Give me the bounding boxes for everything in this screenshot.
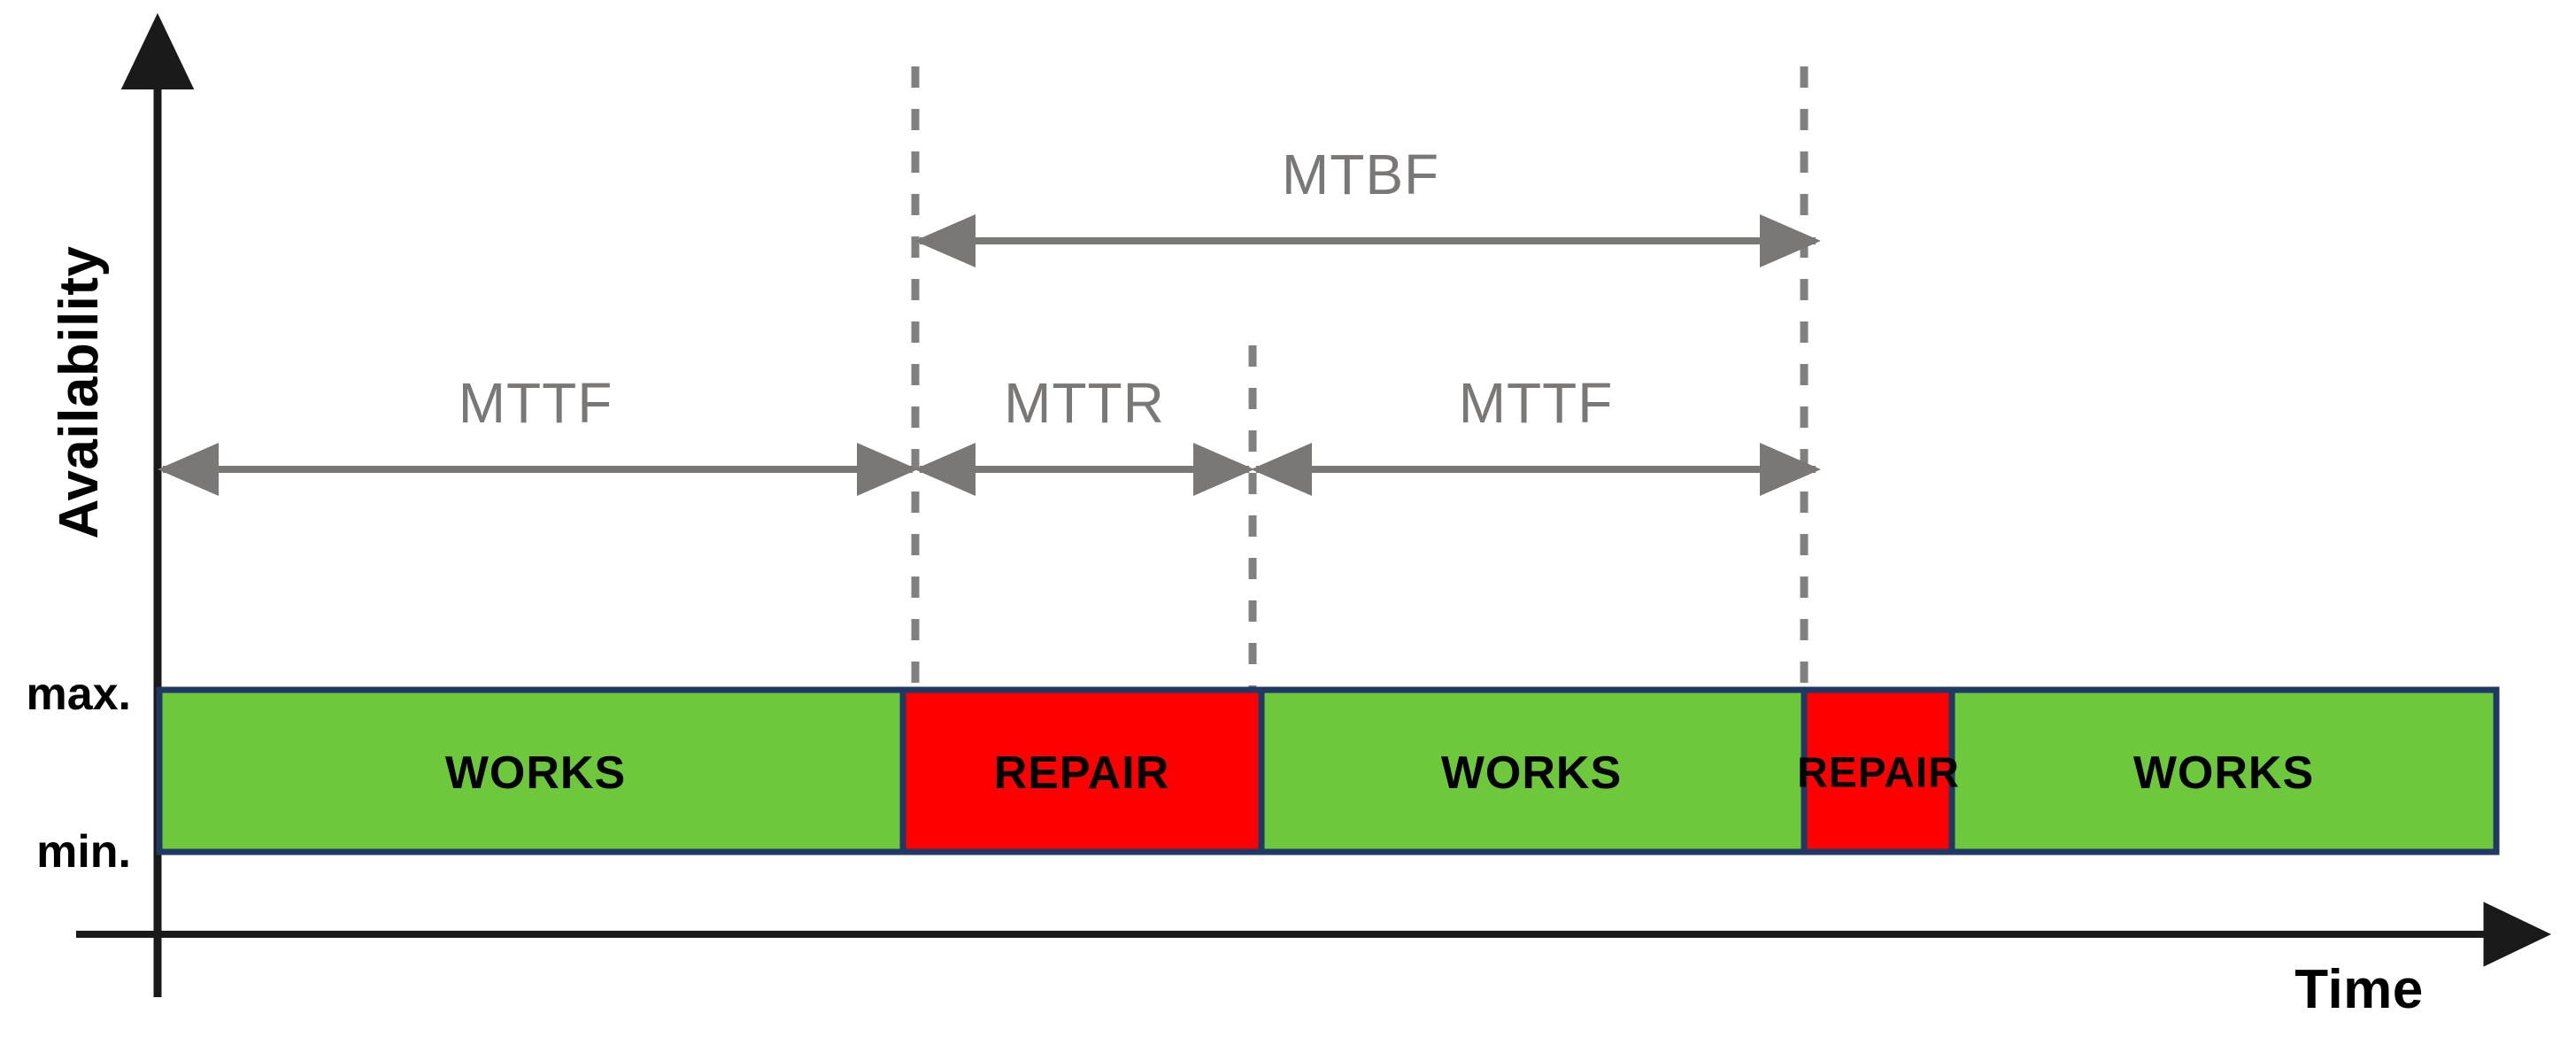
- x-axis-title: Time: [2294, 959, 2424, 1020]
- mttr-label: MTTR: [1004, 371, 1165, 435]
- segment-repair-2: [1801, 686, 1955, 855]
- segment-works-3: [1948, 686, 2500, 855]
- segment-label-repair-2: REPAIR: [1797, 749, 1960, 797]
- segment-works-1: [156, 686, 906, 855]
- mttf-1-label: MTTF: [458, 371, 613, 435]
- y-tick-label-min: min.: [36, 826, 131, 878]
- segment-label-works-1: WORKS: [444, 747, 627, 799]
- segment-label-works-3: WORKS: [2133, 747, 2315, 799]
- segment-label-works-2: WORKS: [1440, 747, 1623, 799]
- measure-arrow-group: [158, 214, 1821, 496]
- segment-label-repair-1: REPAIR: [993, 747, 1170, 799]
- event-marker-group: [911, 66, 1809, 690]
- y-tick-label-max: max.: [26, 669, 131, 720]
- mtbf-label: MTBF: [1281, 143, 1440, 206]
- y-axis-title: Availability: [49, 245, 110, 539]
- mttf-2-label: MTTF: [1458, 371, 1614, 435]
- segment-works-2: [1258, 686, 1808, 855]
- state-timeline-bar: [156, 686, 2500, 855]
